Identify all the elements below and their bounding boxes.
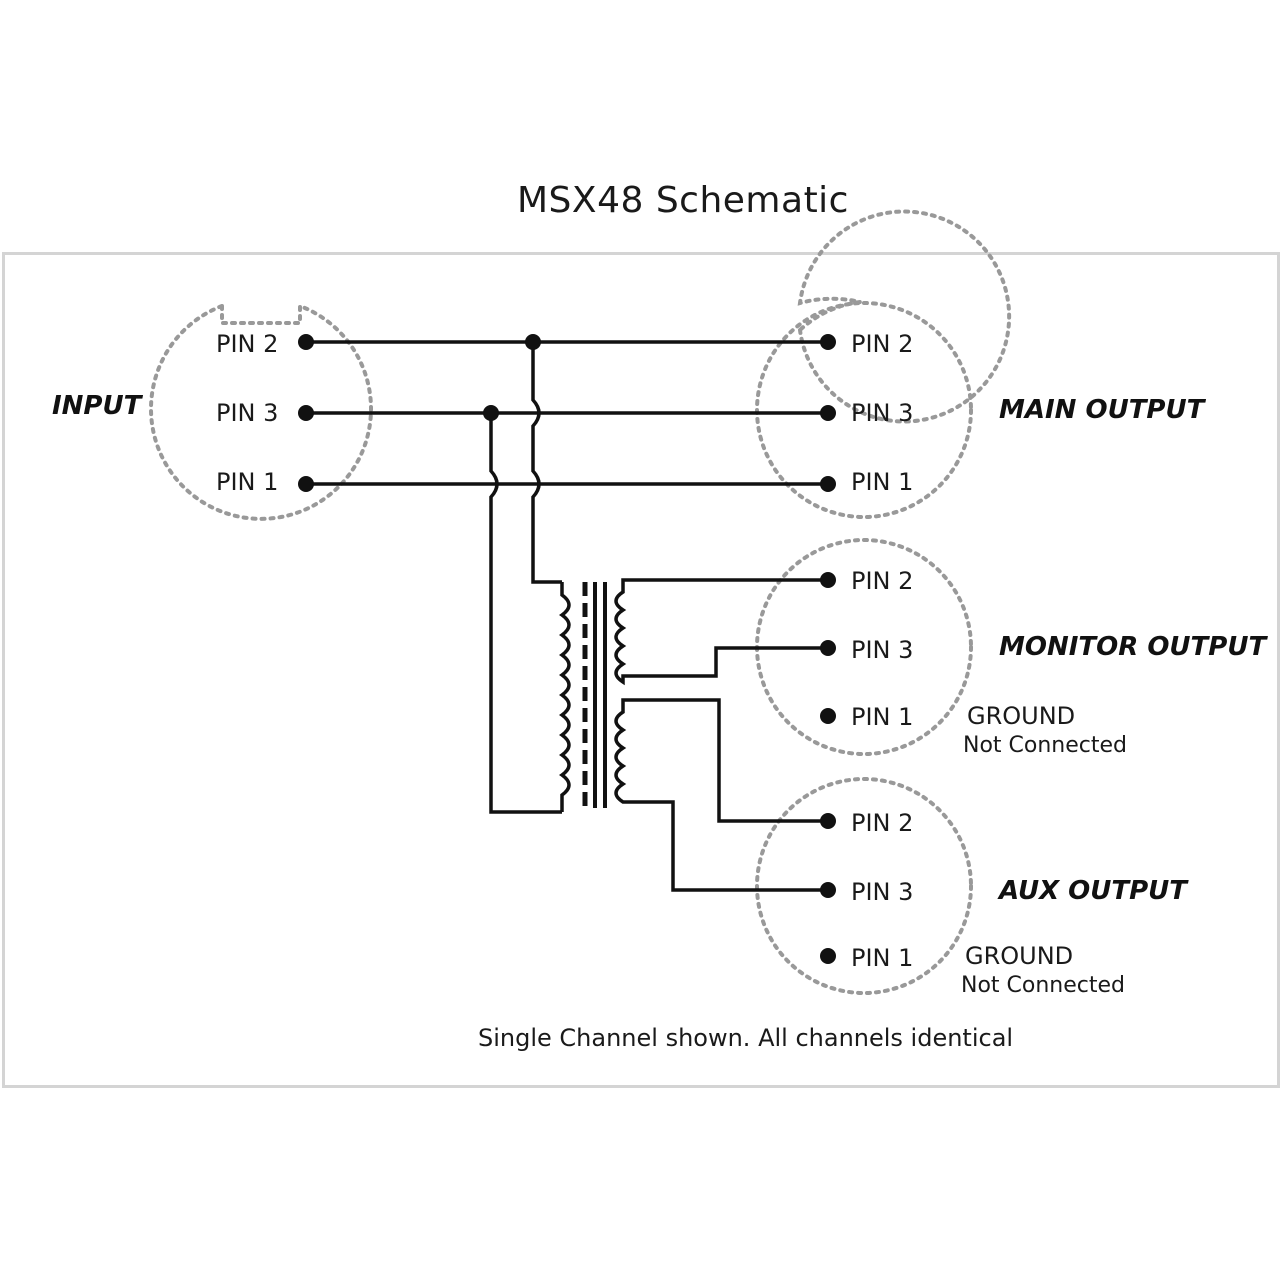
primary-coil [558, 582, 571, 812]
aux-pin-2: PIN 2 [851, 809, 913, 837]
monitor-output-label: MONITOR OUTPUT [999, 632, 1268, 662]
main-pin-3: PIN 3 [851, 399, 913, 427]
monitor-pin-3: PIN 3 [851, 636, 913, 664]
main-pin-1: PIN 1 [851, 468, 913, 496]
main-output-label: MAIN OUTPUT [999, 395, 1207, 425]
input-pin-2: PIN 2 [216, 330, 278, 358]
aux-ground-note: Not Connected [961, 973, 1125, 998]
monitor-ground-label: GROUND [967, 702, 1075, 730]
main-pin-2: PIN 2 [851, 330, 913, 358]
aux-output-ring [755, 777, 973, 995]
monitor-pin-1: PIN 1 [851, 703, 913, 731]
main-output-connector-outline [797, 209, 1012, 424]
monitor-ground-note: Not Connected [963, 733, 1127, 758]
aux-ground-label: GROUND [965, 942, 1073, 970]
secondary-coil-monitor [614, 578, 828, 686]
aux-output-label: AUX OUTPUT [997, 876, 1189, 906]
input-connector-outline [149, 303, 373, 521]
monitor-pin-2: PIN 2 [851, 567, 913, 595]
footnote: Single Channel shown. All channels ident… [478, 1024, 1013, 1052]
tap-pin2 [531, 342, 562, 584]
aux-pin-1: PIN 1 [851, 944, 913, 972]
main-output-ring [755, 301, 973, 519]
diagram-frame [2, 252, 1280, 1088]
input-pin-3: PIN 3 [216, 399, 278, 427]
diagram-title: MSX48 Schematic [517, 180, 849, 221]
input-label: INPUT [52, 391, 144, 421]
tap-pin3 [489, 413, 562, 814]
secondary-coil-aux [614, 698, 828, 892]
input-pin-1: PIN 1 [216, 468, 278, 496]
aux-pin-3: PIN 3 [851, 878, 913, 906]
junction-dots [298, 334, 836, 964]
